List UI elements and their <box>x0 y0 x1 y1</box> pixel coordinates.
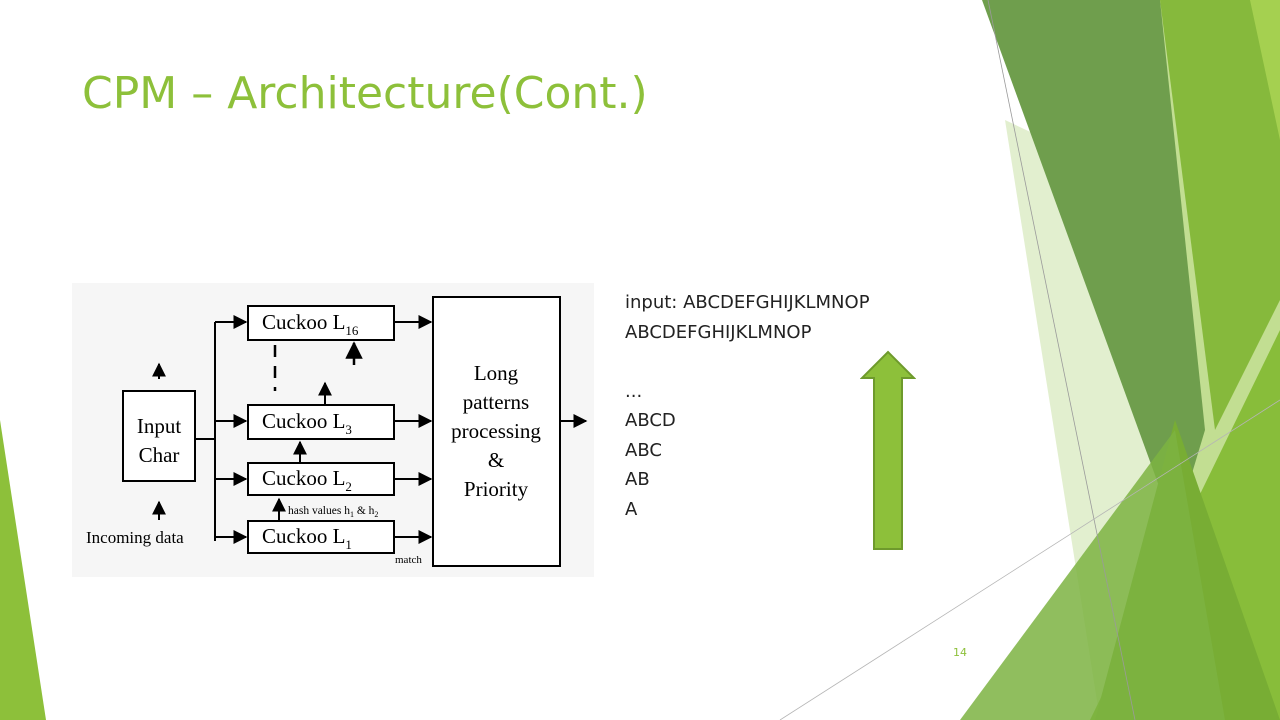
input-char-label: Char <box>139 443 180 467</box>
list-item <box>625 347 870 377</box>
processor-label: Long <box>474 361 519 385</box>
right-bright-shard <box>1250 0 1280 140</box>
pattern-list: input: ABCDEFGHIJKLMNOP ABCDEFGHIJKLMNOP… <box>625 288 870 524</box>
left-green-shard <box>0 420 46 720</box>
right-mid-shard <box>1160 0 1280 430</box>
hash-values-label: hash values h1 & h2 <box>288 505 378 519</box>
match-label: match <box>395 554 422 566</box>
priority-up-arrow-icon <box>860 350 916 550</box>
input-value: ABCDEFGHIJKLMNOP <box>683 292 870 313</box>
incoming-data-label: Incoming data <box>86 528 184 547</box>
input-char-box <box>122 390 196 482</box>
architecture-diagram: Input Char Incoming data Cuckoo L16 Cuck… <box>72 283 594 577</box>
long-patterns-processor <box>432 296 561 567</box>
processor-label: processing <box>451 419 541 443</box>
diagonal-line <box>779 399 1280 720</box>
processor-label: Priority <box>464 477 529 501</box>
cuckoo-label: Cuckoo L2 <box>262 466 352 494</box>
list-item: AB <box>625 469 650 490</box>
diagonal-line <box>987 0 1136 720</box>
list-item: ABCDEFGHIJKLMNOP <box>625 321 812 343</box>
input-line: input: ABCDEFGHIJKLMNOP <box>625 288 870 318</box>
input-prefix: input: <box>625 292 684 313</box>
page-number: 14 <box>953 646 967 659</box>
cuckoo-box-l3 <box>247 404 395 440</box>
cuckoo-box-l1 <box>247 520 395 554</box>
bottom-shadow-shard <box>960 430 1225 720</box>
list-item: ABC <box>625 439 662 461</box>
right-dark-shard <box>982 0 1205 530</box>
cuckoo-label: Cuckoo L16 <box>262 310 359 338</box>
processor-label: & <box>488 448 504 472</box>
cuckoo-label: Cuckoo L3 <box>262 409 352 437</box>
cuckoo-label: Cuckoo L1 <box>262 524 352 552</box>
input-char-label: Input <box>137 414 181 438</box>
slide-title: CPM – Architecture(Cont.) <box>82 68 648 119</box>
list-item: A <box>625 498 638 520</box>
list-item: ABCD <box>625 410 676 431</box>
processor-label: patterns <box>463 390 529 414</box>
list-item: ... <box>625 380 643 402</box>
